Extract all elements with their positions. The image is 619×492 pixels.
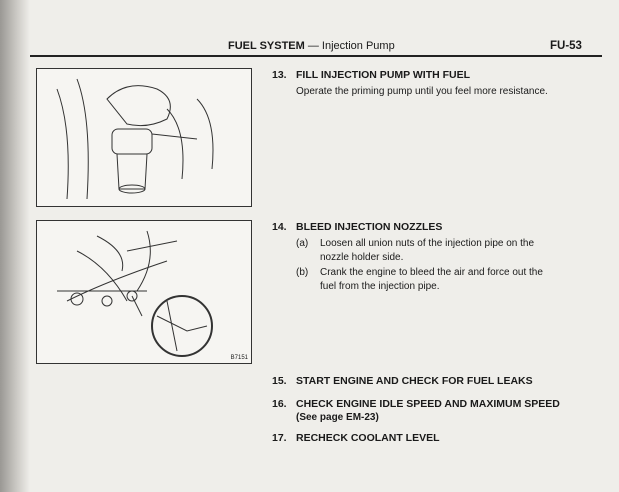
figure-bleed-nozzles: B7151 xyxy=(36,220,252,364)
step-17-title: 17.RECHECK COOLANT LEVEL xyxy=(272,432,440,444)
running-header: FUEL SYSTEM — Injection Pump xyxy=(228,40,395,52)
step-16-title: 16.CHECK ENGINE IDLE SPEED AND MAXIMUM S… xyxy=(272,398,560,410)
step-14-title: 14.BLEED INJECTION NOZZLES xyxy=(272,221,443,233)
step-14a: (a)Loosen all union nuts of the injectio… xyxy=(296,238,535,263)
step-16-note: (See page EM-23) xyxy=(296,412,379,423)
step-13-body: Operate the priming pump until you feel … xyxy=(296,86,548,97)
figure-priming-pump xyxy=(36,68,252,207)
book-binding-shadow xyxy=(0,0,30,492)
step-15-title: 15.START ENGINE AND CHECK FOR FUEL LEAKS xyxy=(272,375,533,387)
page-number: FU-53 xyxy=(550,40,582,52)
figure-label: B7151 xyxy=(230,355,248,361)
step-14b: (b)Crank the engine to bleed the air and… xyxy=(296,267,543,292)
step-13-title: 13.FILL INJECTION PUMP WITH FUEL xyxy=(272,69,471,81)
header-rule xyxy=(30,55,602,57)
